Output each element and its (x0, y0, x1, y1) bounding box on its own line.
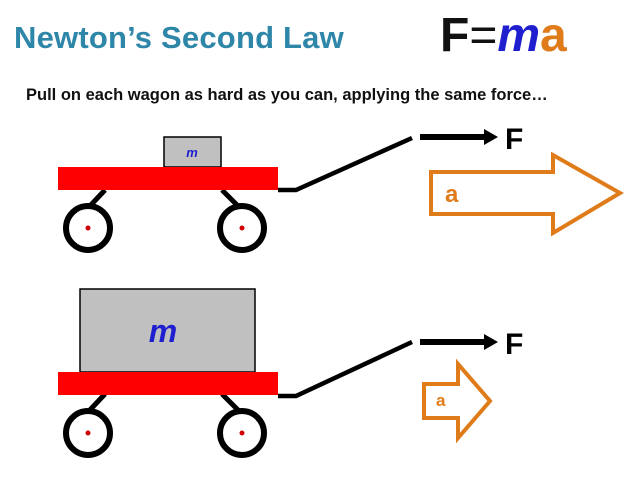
force-arrow-head (484, 129, 498, 145)
acceleration-label: a (445, 181, 459, 208)
force-arrow-2 (420, 334, 498, 350)
formula-mass: m (497, 9, 541, 62)
formula-equals: = (469, 9, 498, 62)
wagon-bed (58, 167, 278, 190)
axle-dot (239, 225, 245, 231)
acceleration-arrow-small (422, 358, 493, 444)
mass-label: m (149, 313, 177, 349)
formula-acceleration: a (540, 9, 567, 62)
force-arrow-head (484, 334, 498, 350)
mass-box (79, 288, 256, 373)
wagon-small-mass: m (58, 135, 413, 253)
force-arrow-shaft (420, 339, 484, 345)
formula: F = m a (440, 12, 567, 60)
wagon-handle (278, 135, 413, 193)
axle-dot (85, 225, 91, 231)
axle-dot (239, 430, 245, 436)
force-label: F (505, 328, 523, 361)
formula-force: F (440, 9, 470, 62)
page-title: Newton’s Second Law (14, 20, 344, 55)
wagon-bed (58, 372, 278, 395)
force-label: F (505, 123, 523, 156)
wagon-large-mass: m (58, 288, 413, 458)
wagon-handle (278, 339, 413, 399)
force-arrow-shaft (420, 134, 484, 140)
force-arrow-1 (420, 129, 498, 145)
mass-label: m (186, 145, 198, 160)
acceleration-arrow-large (429, 151, 624, 237)
acceleration-label: a (436, 391, 446, 410)
instruction-text: Pull on each wagon as hard as you can, a… (26, 86, 548, 104)
axle-dot (85, 430, 91, 436)
